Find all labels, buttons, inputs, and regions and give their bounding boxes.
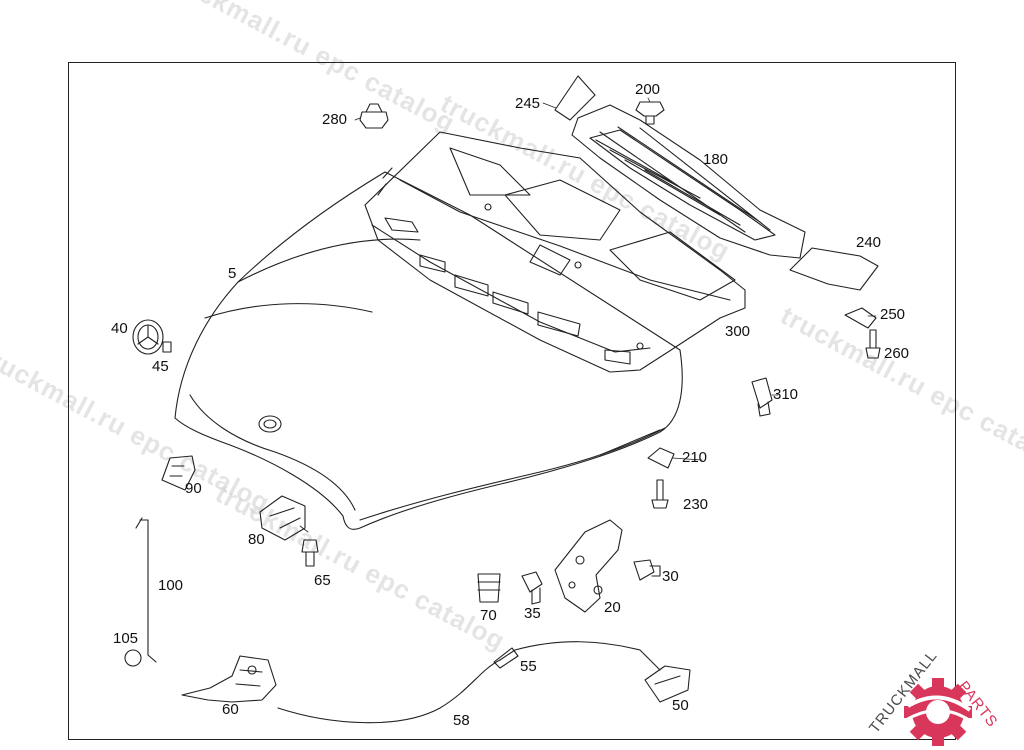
end-cap-245 xyxy=(554,75,596,121)
end-cap-240 xyxy=(789,247,879,291)
bolt-30 xyxy=(633,559,661,581)
callout-60: 60 xyxy=(222,701,239,718)
callout-80: 80 xyxy=(248,531,265,548)
callout-280: 280 xyxy=(322,111,348,128)
callout-58: 58 xyxy=(453,712,470,729)
bracket-90 xyxy=(161,455,196,491)
callout-20: 20 xyxy=(604,599,621,616)
callout-250: 250 xyxy=(880,306,906,323)
diagram-frame xyxy=(68,62,956,740)
clip-210 xyxy=(647,447,675,469)
handle-50 xyxy=(644,665,691,703)
screw-230 xyxy=(651,479,669,509)
callout-40: 40 xyxy=(111,320,128,337)
bump-stop-70 xyxy=(477,573,501,603)
latch-60 xyxy=(181,655,277,703)
callout-50: 50 xyxy=(672,697,689,714)
clip-250 xyxy=(844,307,877,329)
plug-310 xyxy=(751,377,773,417)
callout-200: 200 xyxy=(635,81,661,98)
callout-105: 105 xyxy=(113,630,139,647)
truckmall-parts-logo: TRUCKMALL PARTS xyxy=(860,647,1020,748)
callout-65: 65 xyxy=(314,572,331,589)
callout-30: 30 xyxy=(662,568,679,585)
callout-45: 45 xyxy=(152,358,169,375)
callout-90: 90 xyxy=(185,480,202,497)
callout-300: 300 xyxy=(725,323,751,340)
bracket-80 xyxy=(259,495,306,541)
callout-245: 245 xyxy=(515,95,541,112)
vent-grille xyxy=(571,104,806,259)
callout-240: 240 xyxy=(856,234,882,251)
callout-70: 70 xyxy=(480,607,497,624)
callout-100: 100 xyxy=(158,577,184,594)
callout-230: 230 xyxy=(683,496,709,513)
hinge-20 xyxy=(554,519,623,613)
leader-lines xyxy=(299,97,877,533)
inner-frame xyxy=(364,131,746,373)
callout-310: 310 xyxy=(773,386,799,403)
bolt-65 xyxy=(301,539,319,567)
gear-logo-icon xyxy=(904,678,973,746)
cable-58 xyxy=(277,659,501,724)
cable-55 xyxy=(493,641,661,671)
bolt-35 xyxy=(521,571,543,605)
grommet-280 xyxy=(359,103,389,129)
emblem-40 xyxy=(132,319,164,355)
clip-45 xyxy=(162,341,172,353)
callout-260: 260 xyxy=(884,345,910,362)
callout-55: 55 xyxy=(520,658,537,675)
prop-rod-100 xyxy=(135,517,157,663)
callout-180: 180 xyxy=(703,151,729,168)
callout-5: 5 xyxy=(228,265,237,282)
callout-210: 210 xyxy=(682,449,708,466)
cap-105 xyxy=(124,649,142,667)
bonnet-shell xyxy=(174,171,683,530)
clip-200 xyxy=(635,101,665,125)
callout-35: 35 xyxy=(524,605,541,622)
screw-260 xyxy=(865,329,881,359)
